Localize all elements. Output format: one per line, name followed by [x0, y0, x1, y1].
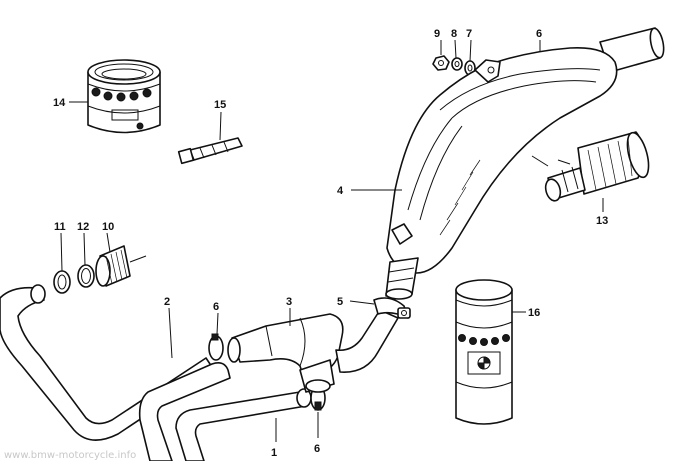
compound-tin — [87, 59, 161, 134]
leader-5 — [349, 300, 375, 305]
leader-8 — [469, 39, 472, 62]
callout-5: 5 — [337, 296, 343, 308]
callout-3: 3 — [286, 296, 292, 308]
callout-13: 12 — [77, 221, 89, 233]
gasket-ring — [53, 270, 71, 294]
leader-11 — [106, 232, 111, 253]
spacer-ring — [77, 264, 95, 288]
leader-2 — [168, 307, 173, 359]
callout-1: 1 — [271, 447, 277, 459]
callout-6b: 6 — [314, 443, 320, 455]
leader-13 — [83, 232, 86, 266]
callout-16: 14 — [53, 97, 66, 109]
callout-8: 7 — [466, 28, 472, 40]
callout-2: 2 — [164, 296, 170, 308]
callout-9: 8 — [451, 28, 457, 40]
paste-tube — [177, 137, 243, 165]
callout-10: 9 — [434, 28, 440, 40]
leader-15 — [219, 111, 222, 141]
callout-4: 4 — [337, 185, 344, 197]
callout-7: 6 — [536, 28, 542, 40]
spray-can — [455, 279, 513, 425]
leader-12 — [60, 232, 63, 272]
callout-17: 16 — [528, 307, 540, 319]
y-manifold — [227, 309, 399, 393]
pipe-clamp — [373, 297, 411, 319]
callout-14: 13 — [596, 215, 608, 227]
muffler — [385, 27, 665, 300]
nut — [432, 55, 450, 71]
callout-15: 15 — [214, 99, 226, 111]
callout-6a: 6 — [213, 301, 219, 313]
lock-washer — [451, 57, 463, 71]
leader-9 — [454, 39, 457, 59]
silencer-insert — [531, 131, 650, 202]
hose-clamp-upper — [208, 333, 224, 361]
leader-6a — [216, 312, 219, 335]
callout-12: 11 — [54, 221, 66, 233]
ring-nut — [95, 245, 147, 287]
front-pipe-right — [138, 362, 312, 461]
watermark: www.bmw-motorcycle.info — [4, 450, 136, 461]
callout-11: 10 — [102, 221, 114, 233]
